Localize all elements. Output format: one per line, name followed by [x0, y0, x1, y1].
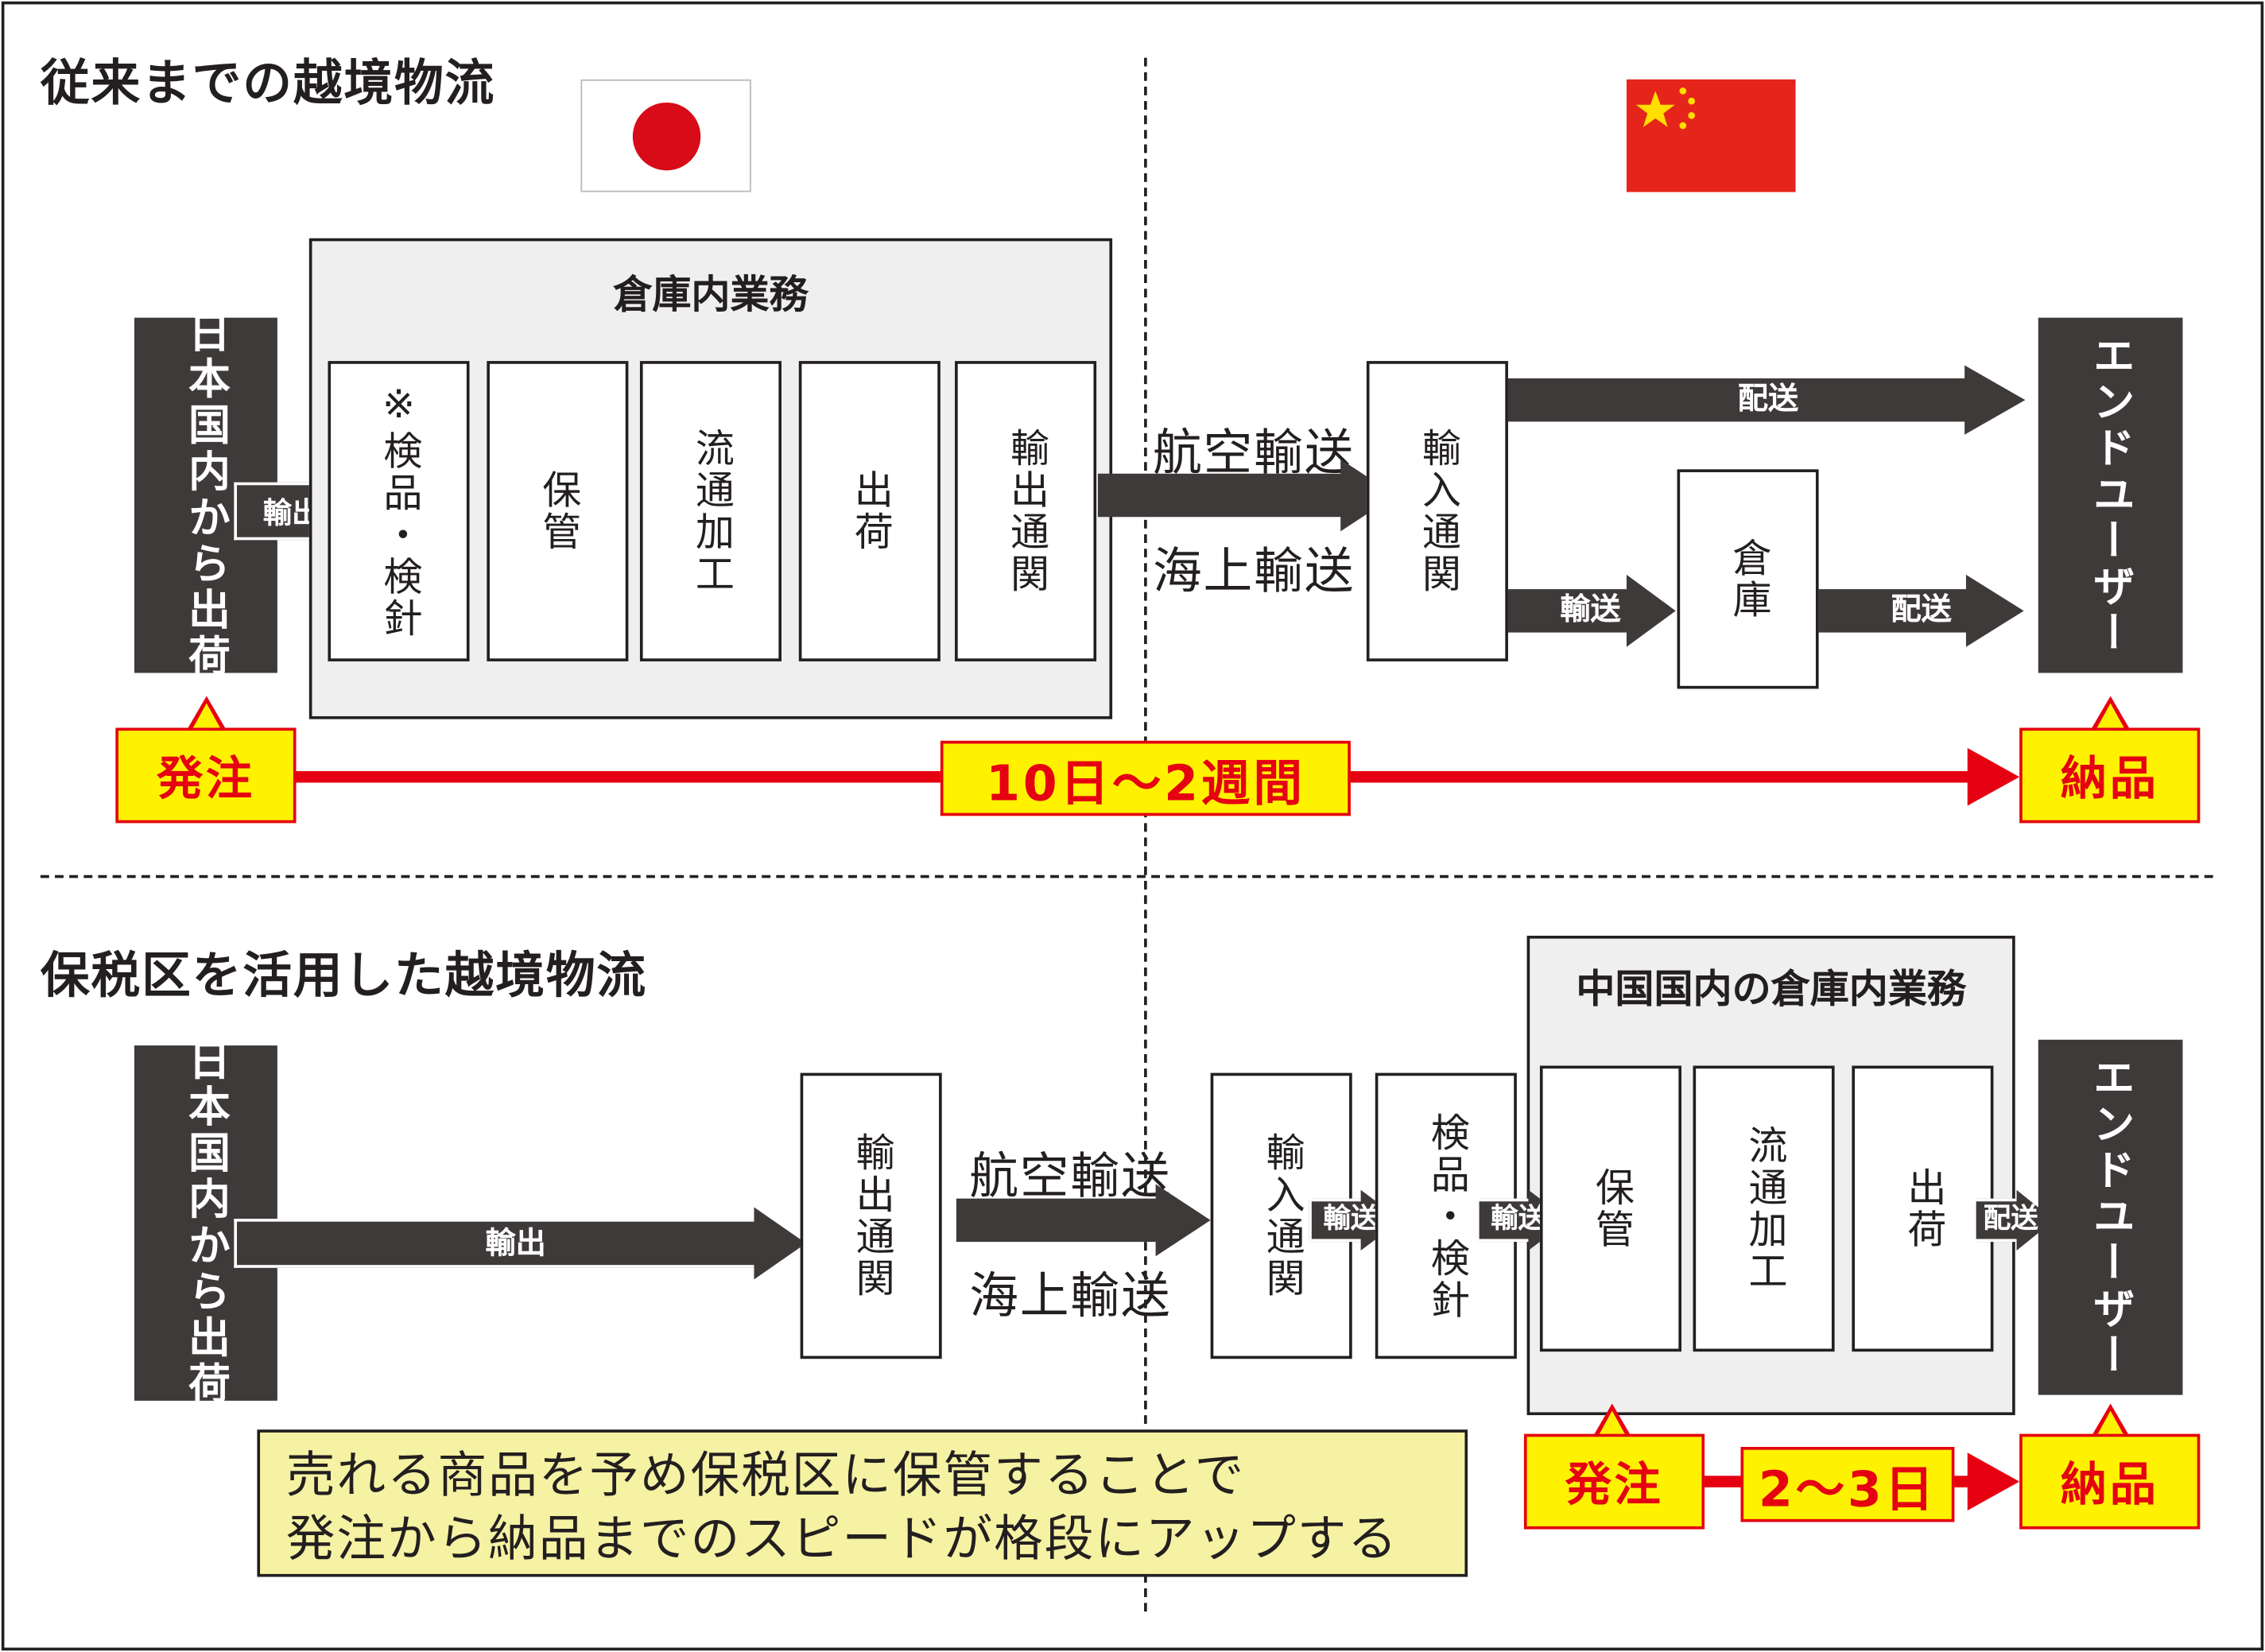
- bottom-transport-arrow-shaft: [956, 1198, 1159, 1243]
- top-transport-arrow2-shaft: [1507, 589, 1630, 633]
- bottom-source-label: 日本国内から出荷: [181, 1037, 231, 1408]
- japan-flag-sun: [632, 102, 701, 171]
- top-delivery-arrow-shaft: [1507, 378, 1968, 422]
- bottom-delivery-arrow-shaft: [1973, 1198, 2020, 1243]
- bottom-export-customs: 輸出通関: [800, 1072, 942, 1359]
- bottom-warehouse-title: 中国国内の倉庫内業務: [1576, 967, 1966, 1013]
- top-delivery-arrow-label: 配送: [1737, 381, 1799, 417]
- top-cn-warehouse: 倉庫: [1677, 469, 1819, 689]
- bottom-section-title: 保税区を活用した越境物流: [40, 947, 648, 1006]
- bottom-step-storage: 保管: [1539, 1065, 1681, 1352]
- section-divider-line: [40, 874, 2213, 878]
- bottom-inspection-label: 検品・検針: [1423, 1111, 1468, 1321]
- top-import-customs-label: 輸入通関: [1414, 427, 1460, 595]
- bottom-note-line2: 発注から納品までのスピードが格段にアップする: [285, 1510, 1398, 1569]
- top-timeline-arrow-head: [1967, 747, 2020, 806]
- bottom-export-arrow-head: [754, 1207, 806, 1280]
- bottom-transport2-arrow-label: 輸送: [1491, 1203, 1546, 1235]
- china-flag-stars: [1635, 87, 1696, 130]
- bottom-end-user-box: エンドユーザー: [2038, 1039, 2183, 1395]
- bottom-step-shipping: 出荷: [1852, 1065, 1994, 1352]
- top-step-shipping: 出荷: [798, 361, 941, 661]
- top-order-badge: 発注: [115, 727, 297, 824]
- border-divider-line: [1144, 57, 1147, 1612]
- bottom-delivery-arrow-label: 配送: [1983, 1203, 2038, 1235]
- top-end-user-box: エンドユーザー: [2038, 317, 2183, 673]
- top-warehouse-title: 倉庫内業務: [613, 273, 809, 318]
- top-transport-air: 航空輸送: [1152, 425, 1356, 483]
- bottom-export-customs-label: 輸出通関: [848, 1132, 894, 1300]
- bottom-delivered-badge: 納品: [2019, 1433, 2201, 1530]
- bottom-note-box: 売れる商品を予め保税区に保管することで 発注から納品までのスピードが格段にアップ…: [257, 1429, 1468, 1577]
- top-delivered-badge: 納品: [2019, 727, 2201, 824]
- bottom-timeline-arrow-head: [1967, 1452, 2020, 1510]
- top-export-arrow-shaft: [234, 482, 324, 541]
- top-step-storage: 保管: [487, 361, 629, 661]
- top-transport-arrow2-head: [1626, 574, 1676, 647]
- top-transport-arrow-shaft: [1097, 473, 1344, 518]
- bottom-note-line1: 売れる商品を予め保税区に保管することで: [285, 1447, 1246, 1505]
- bottom-step-processing-label: 流通加工: [1741, 1124, 1786, 1293]
- top-step-storage-label: 保管: [535, 469, 580, 553]
- top-delivery2-arrow-shaft: [1818, 589, 1969, 633]
- china-flag: [1626, 79, 1796, 192]
- top-step-processing: 流通加工: [639, 361, 782, 661]
- top-order-pointer: [190, 703, 223, 732]
- bottom-end-user-label: エンドユーザー: [2086, 1055, 2136, 1379]
- top-step-shipping-label: 出荷: [847, 469, 892, 553]
- top-cn-warehouse-label: 倉庫: [1725, 537, 1771, 622]
- bottom-transport-air: 航空輸送: [969, 1148, 1172, 1206]
- bottom-step-storage-label: 保管: [1588, 1166, 1634, 1251]
- bottom-order-badge: 発注: [1523, 1433, 1705, 1530]
- top-step-export-customs-label: 輸出通関: [1003, 427, 1049, 595]
- top-step-inspection-label: ※検品・検針: [376, 382, 421, 640]
- top-section-title: 従来までの越境物流: [40, 55, 496, 113]
- bottom-export-arrow-label: 輸出: [485, 1226, 546, 1261]
- top-source-label: 日本国内から出荷: [181, 310, 231, 681]
- bottom-transport2-arrow-shaft: [1476, 1198, 1532, 1243]
- top-step-export-customs: 輸出通関: [955, 361, 1097, 661]
- bottom-transport-arrow-head: [1155, 1184, 1211, 1257]
- bottom-export-arrow-shaft: [234, 1219, 758, 1268]
- top-delivery-arrow-head: [1964, 365, 2026, 435]
- japan-flag: [580, 79, 751, 192]
- top-duration-badge: 10日〜2週間: [940, 740, 1351, 816]
- bottom-import-customs-label: 輸入通関: [1259, 1132, 1304, 1300]
- bottom-step-shipping-label: 出荷: [1900, 1166, 1945, 1251]
- top-delivery2-arrow-label: 配送: [1891, 591, 1952, 627]
- bottom-transport1-arrow-label: 輸送: [1323, 1203, 1379, 1235]
- top-end-user-label: エンドユーザー: [2086, 333, 2136, 657]
- top-step-inspection: ※検品・検針: [328, 361, 470, 661]
- top-transport-sea: 海上輸送: [1152, 542, 1356, 601]
- top-import-customs: 輸入通関: [1366, 361, 1508, 661]
- top-step-processing-label: 流通加工: [688, 427, 734, 595]
- bottom-step-processing: 流通加工: [1693, 1065, 1835, 1352]
- top-delivery2-arrow-head: [1965, 574, 2024, 647]
- bottom-transport1-arrow-shaft: [1309, 1198, 1364, 1243]
- top-transport-arrow2-label: 輸送: [1560, 591, 1621, 627]
- bottom-duration-badge: 2〜3日: [1740, 1447, 1955, 1522]
- bottom-transport-sea: 海上輸送: [969, 1267, 1172, 1326]
- top-delivered-pointer: [2094, 703, 2127, 732]
